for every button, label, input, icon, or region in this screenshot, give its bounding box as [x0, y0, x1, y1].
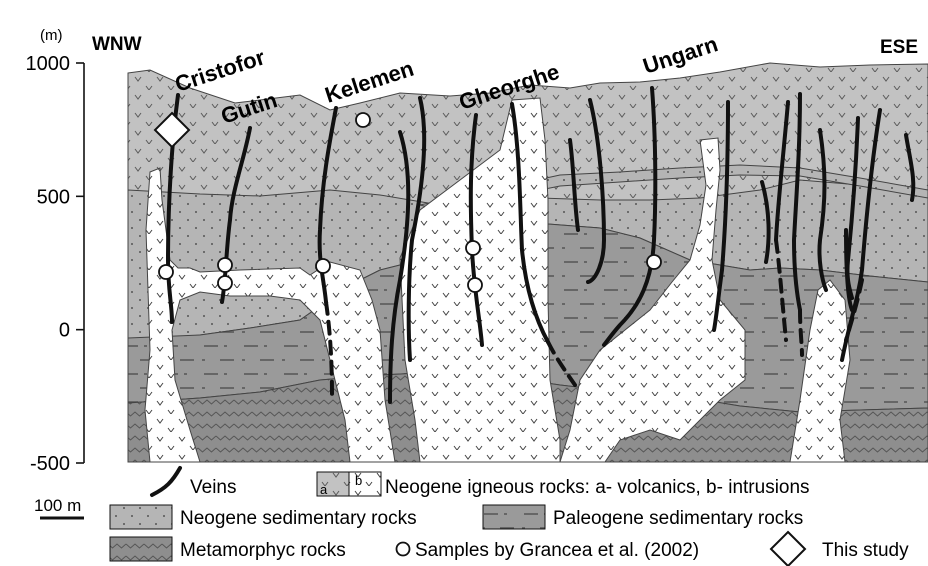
sample-marker [466, 241, 480, 255]
axis-tick-label: 0 [59, 320, 70, 342]
legend-this-study-symbol [771, 532, 805, 566]
legend-metamorphic-swatch [110, 537, 172, 561]
legend-vein-symbol [152, 468, 180, 495]
legend-paleogene-label: Paleogene sedimentary rocks [553, 508, 803, 529]
sample-marker [218, 276, 232, 290]
vein-label-ungarn: Ungarn [640, 31, 721, 79]
axis-tick-label: -500 [30, 453, 70, 475]
legend-veins-label: Veins [190, 477, 236, 498]
legend-igneous-label: Neogene igneous rocks: a- volcanics, b- … [385, 477, 810, 498]
depth-axis: (m) 1000 500 0 -500 [26, 27, 85, 475]
sample-marker [159, 265, 173, 279]
direction-east-label: ESE [880, 37, 918, 58]
axis-unit-label: (m) [40, 27, 63, 44]
legend-paleogene-swatch [483, 505, 545, 529]
legend-igneous-b-swatch [349, 472, 381, 496]
scale-bar: 100 m [34, 496, 84, 518]
sample-marker [647, 255, 661, 269]
legend-metamorphic-label: Metamorphyc rocks [180, 540, 346, 561]
direction-west-label: WNW [92, 34, 142, 55]
sample-marker [316, 259, 330, 273]
legend-samples-label: Samples by Grancea et al. (2002) [415, 540, 699, 561]
legend-neogene-swatch [110, 505, 172, 529]
axis-tick-label: 1000 [26, 53, 71, 75]
sample-marker [468, 278, 482, 292]
legend-this-study-label: This study [822, 540, 909, 561]
sample-marker [218, 258, 232, 272]
legend-sample-symbol [397, 543, 410, 556]
legend-igneous-b-letter: b [355, 473, 362, 488]
scale-bar-label: 100 m [34, 496, 81, 515]
sample-marker [356, 113, 370, 127]
geologic-section: Cristofor Gutin Kelemen Gheorghe Ungarn [128, 31, 928, 462]
legend: Veins a b Neogene igneous rocks: a- volc… [110, 468, 909, 566]
legend-neogene-label: Neogene sedimentary rocks [180, 508, 417, 529]
legend-igneous-a-letter: a [320, 482, 328, 497]
vein-label-cristofor: Cristofor [172, 44, 268, 97]
axis-tick-label: 500 [37, 186, 70, 208]
